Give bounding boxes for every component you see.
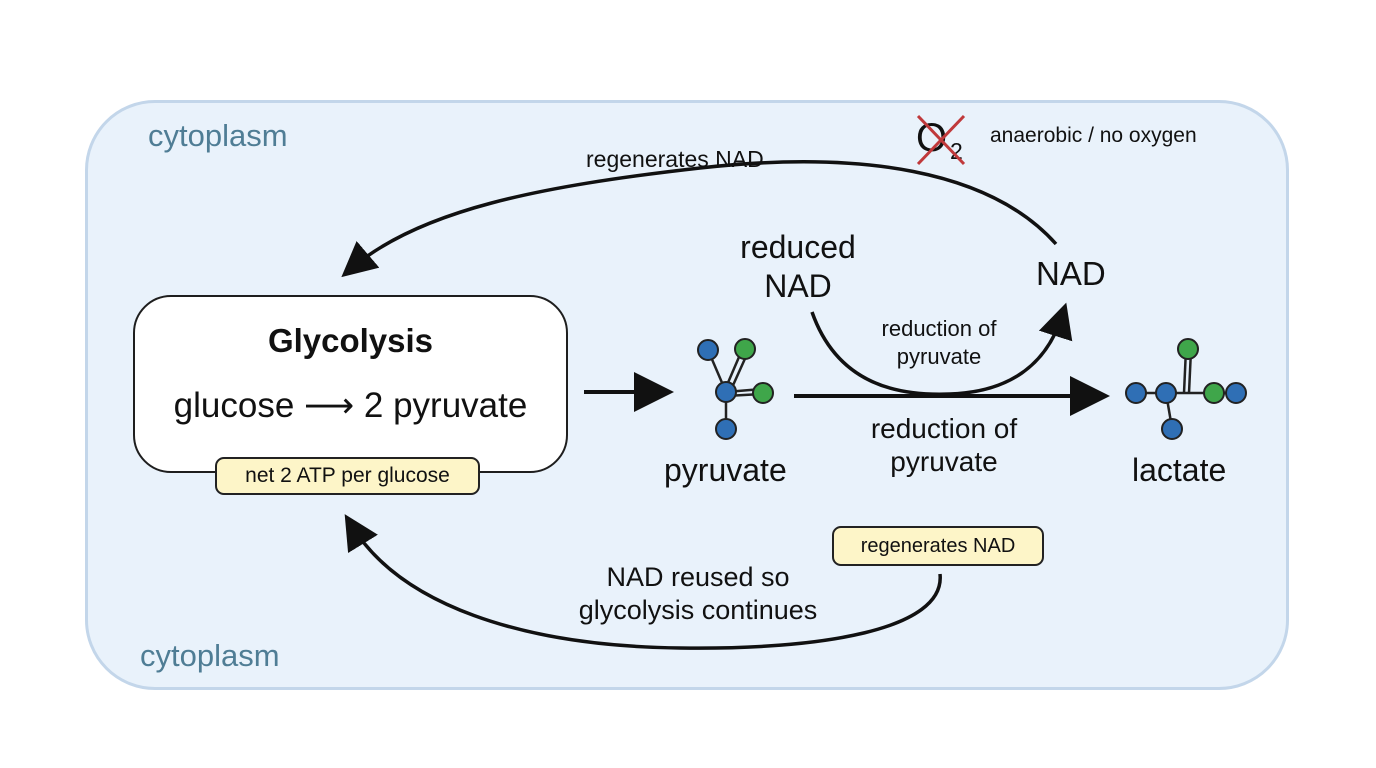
bottom-loop-arrow (344, 514, 942, 650)
bottom-loop-label: NAD reused so glycolysis continues (555, 561, 841, 627)
nad-conversion-arrow (810, 302, 1073, 396)
reduced-nad-label: reduced NAD (728, 228, 868, 306)
inner-curve-line-1: reduction of (881, 316, 997, 341)
main-reaction-line-1: reduction of (870, 413, 1018, 444)
main-reaction-line-2: pyruvate (890, 446, 998, 477)
inner-curve-line-2: pyruvate (896, 344, 982, 369)
bottom-loop-line-1: NAD reused so (606, 562, 790, 592)
cytoplasm-label-top: cytoplasm (148, 118, 288, 153)
anaerobic-label: anaerobic / no oxygen (990, 124, 1197, 147)
no-oxygen-icon: O 2 (914, 112, 974, 170)
top-loop-label: regenerates NAD (586, 146, 764, 172)
glycolysis-title: Glycolysis (267, 322, 434, 359)
lactate-label: lactate (1132, 452, 1227, 488)
cytoplasm-label-bottom: cytoplasm (140, 638, 280, 673)
regenerates-nad-tag: regenerates NAD (832, 526, 1044, 566)
bottom-loop-line-2: glycolysis continues (578, 595, 818, 625)
inner-curve-label: reduction of pyruvate (852, 315, 1026, 371)
glycolysis-box (133, 295, 568, 473)
atp-yield-tag: net 2 ATP per glucose (215, 457, 480, 495)
main-reaction-label: reduction of pyruvate (846, 412, 1042, 478)
pyruvate-label: pyruvate (664, 452, 787, 488)
reduced-nad-line-1: reduced (740, 229, 856, 265)
nad-label: NAD (1036, 255, 1106, 292)
top-loop-arrow (341, 160, 1058, 278)
reduced-nad-line-2: NAD (764, 268, 832, 304)
cross-icon (916, 114, 966, 166)
glycolysis-equation: glucose ⟶ 2 pyruvate (173, 386, 528, 425)
